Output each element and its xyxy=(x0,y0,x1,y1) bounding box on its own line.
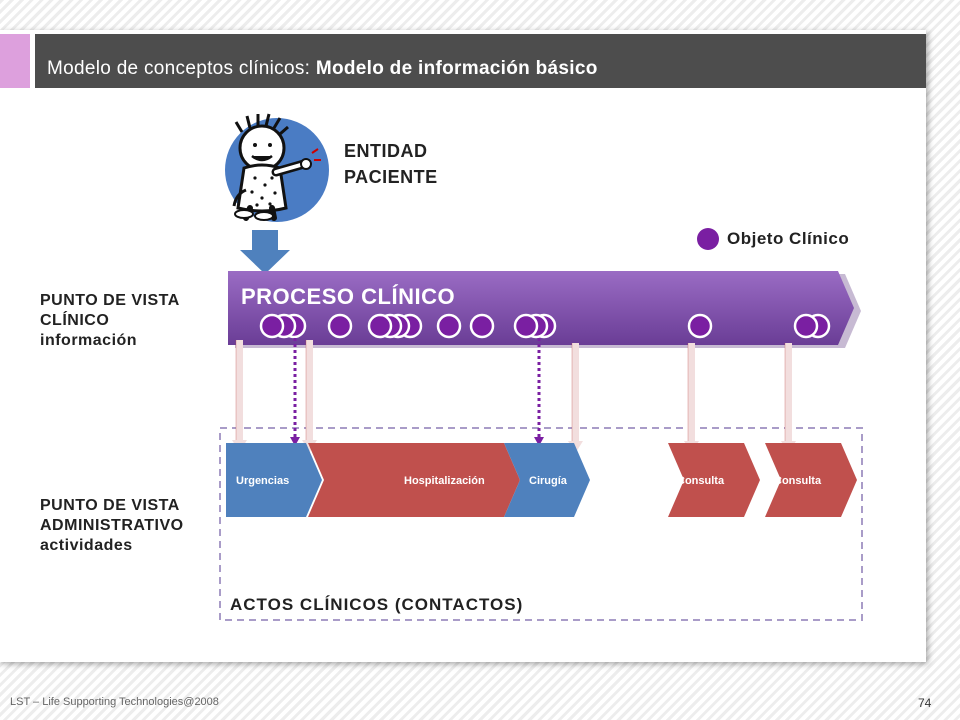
connector-arrows xyxy=(232,340,796,453)
chevron-consulta-1 xyxy=(668,443,760,517)
activity-label-hospitalizacion: Hospitalización xyxy=(404,475,485,487)
legend-dot xyxy=(697,228,719,250)
chevron-urgencias xyxy=(226,443,322,517)
chevron-hospitalizacion xyxy=(308,443,520,517)
activity-label-cirugia: Cirugía xyxy=(529,475,568,487)
activity-label-urgencias: Urgencias xyxy=(236,475,289,487)
slide-title: Modelo de conceptos clínicos: Modelo de … xyxy=(47,58,598,80)
chevron-consulta-2 xyxy=(765,443,857,517)
chevron-cirugia xyxy=(504,443,590,517)
legend-label: Objeto Clínico xyxy=(727,229,850,248)
title-bold: Modelo de información básico xyxy=(315,58,598,79)
activity-label-consulta-2: Consulta xyxy=(774,475,822,487)
clinical-view-line3: información xyxy=(40,332,138,349)
object-cluster-3 xyxy=(513,313,557,339)
admin-view-line3: actividades xyxy=(40,537,133,554)
title-bar xyxy=(35,34,926,88)
admin-view-line2: ADMINISTRATIVO xyxy=(40,517,184,534)
dotted-links xyxy=(290,338,544,446)
entity-label-line2: PACIENTE xyxy=(344,167,438,187)
process-label: PROCESO CLÍNICO xyxy=(241,284,455,309)
object-cluster-1 xyxy=(259,313,307,339)
down-arrow xyxy=(240,230,290,274)
title-plain: Modelo de conceptos clínicos: xyxy=(47,58,316,79)
entity-label-line1: ENTIDAD xyxy=(344,141,428,161)
clinical-object xyxy=(327,313,353,339)
footer-copyright: LST – Life Supporting Technologies@2008 xyxy=(10,696,219,708)
title-accent xyxy=(0,34,30,88)
entity-label: ENTIDAD PACIENTE xyxy=(344,138,438,190)
clinical-view-label: PUNTO DE VISTA CLÍNICO información xyxy=(40,291,180,351)
page-number: 74 xyxy=(918,696,932,710)
admin-view-line1: PUNTO DE VISTA xyxy=(40,497,180,514)
acts-dashed-box xyxy=(219,427,863,621)
activity-chevrons: Urgencias Hospitalización Cirugía Consul… xyxy=(226,443,857,517)
clinical-view-line2: CLÍNICO xyxy=(40,312,110,329)
clinical-object xyxy=(687,313,713,339)
admin-view-label: PUNTO DE VISTA ADMINISTRATIVO actividade… xyxy=(40,496,184,556)
connector-outlines xyxy=(235,340,786,441)
patient-icon xyxy=(225,113,329,222)
clinical-objects xyxy=(259,313,831,339)
slide-page xyxy=(0,30,926,662)
clinical-view-line1: PUNTO DE VISTA xyxy=(40,292,180,309)
acts-label: ACTOS CLÍNICOS (CONTACTOS) xyxy=(230,595,524,614)
object-cluster-2 xyxy=(367,313,423,339)
clinical-object xyxy=(469,313,495,339)
object-cluster-4 xyxy=(793,313,831,339)
activity-label-consulta-1: Consulta xyxy=(677,475,725,487)
clinical-object xyxy=(436,313,462,339)
